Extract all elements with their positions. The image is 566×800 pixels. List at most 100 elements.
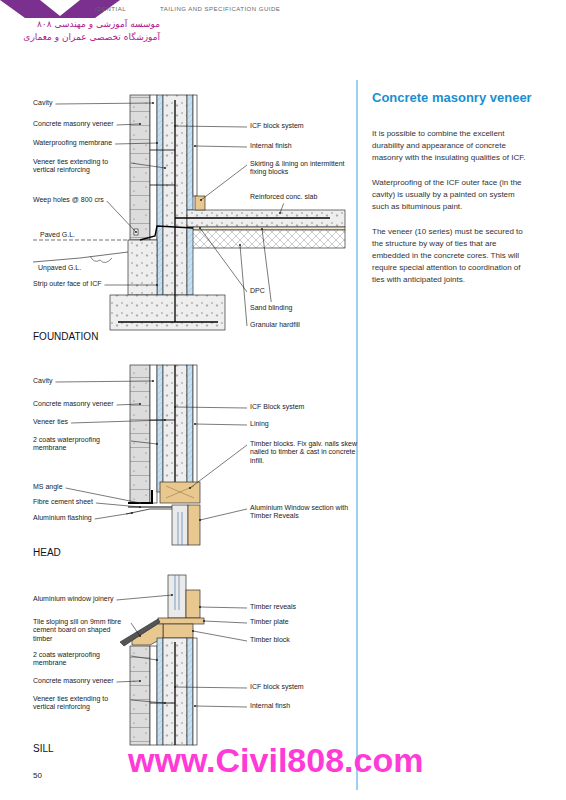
foundation-section-part bbox=[130, 95, 150, 240]
leader-line bbox=[240, 245, 247, 326]
header-text: TAILING AND SPECIFICATION GUIDE bbox=[160, 6, 280, 13]
callout-label: Sand blinding bbox=[250, 304, 292, 312]
leader-line bbox=[190, 445, 247, 488]
head-section-part bbox=[178, 512, 179, 545]
head-section-part bbox=[172, 505, 188, 545]
callout-label: 2 coats waterproofing membrane bbox=[33, 436, 128, 453]
leader-dot bbox=[164, 419, 166, 421]
foundation-section-part bbox=[90, 256, 112, 263]
callout-label: Unpaved G.L. bbox=[38, 264, 81, 272]
leader-line bbox=[115, 143, 157, 144]
foundation-section-part bbox=[187, 230, 345, 248]
watermark-url: www.Civil808.com bbox=[128, 740, 423, 781]
leader-dot bbox=[139, 403, 141, 405]
leader-dot bbox=[261, 228, 263, 230]
leader-dot bbox=[194, 423, 196, 425]
callout-label: 2 coats waterproofing membrane bbox=[33, 651, 128, 668]
sill-section-part bbox=[174, 642, 175, 745]
column-rule-part bbox=[357, 80, 358, 790]
foundation-section-part bbox=[150, 95, 157, 240]
leader-line bbox=[195, 424, 247, 425]
leader-dot bbox=[192, 630, 194, 632]
sill-section-part bbox=[163, 624, 193, 638]
callout-label: Timber block bbox=[250, 636, 290, 644]
leader-dot bbox=[156, 443, 158, 445]
sill-section-part bbox=[186, 590, 200, 618]
leader-line bbox=[117, 595, 172, 600]
leader-dot bbox=[139, 123, 141, 125]
foundation-section-part bbox=[134, 229, 138, 235]
foundation-section-part bbox=[33, 252, 128, 262]
leader-line bbox=[107, 201, 136, 232]
callout-label: Paved G.L. bbox=[40, 231, 75, 239]
callout-label: Granular hardfill bbox=[250, 321, 300, 329]
sill-section-part bbox=[163, 638, 187, 745]
leader-line bbox=[131, 441, 157, 444]
leader-line bbox=[71, 420, 165, 423]
leader-dot bbox=[135, 231, 137, 233]
callout-label: Reinforced conc. slab bbox=[250, 193, 317, 201]
leader-line bbox=[280, 203, 284, 213]
body-paragraph: Waterproofing of the ICF outer face (in … bbox=[372, 177, 532, 213]
callout-label: Internal finish bbox=[250, 142, 292, 150]
leader-line bbox=[175, 126, 247, 127]
leader-dot bbox=[139, 680, 141, 682]
head-section-part bbox=[193, 365, 197, 492]
watermark-persian: آموزشگاه تخصصی عمران و معماری bbox=[20, 32, 160, 43]
callout-label: Waterproofing membrane bbox=[33, 139, 112, 147]
leader-line bbox=[195, 146, 247, 147]
callout-label: Aluminium flashing bbox=[33, 514, 92, 522]
callout-label: ICF block system bbox=[250, 683, 304, 691]
sill-section-part bbox=[150, 646, 157, 745]
sill-section-part bbox=[187, 638, 193, 745]
body-paragraph: It is possible to combine the excellent … bbox=[372, 128, 532, 164]
callout-label: Fibre cement sheet bbox=[33, 498, 93, 506]
leader-dot bbox=[139, 635, 141, 637]
page-number: 50 bbox=[33, 771, 42, 781]
leader-dot bbox=[199, 606, 201, 608]
foundation-section-part bbox=[187, 95, 193, 210]
leader-dot bbox=[156, 284, 158, 286]
leader-dot bbox=[139, 506, 141, 508]
callout-label: Tile sloping sill on 9mm fibre cement bo… bbox=[33, 618, 128, 643]
callout-label: Weep holes @ 800 crs bbox=[33, 196, 104, 204]
head-section-part bbox=[163, 365, 187, 492]
watermark-persian: موسسه آموزشی و مهندسی ۸۰۸ bbox=[20, 19, 160, 30]
leader-dot bbox=[152, 380, 154, 382]
head-section-part bbox=[188, 505, 200, 545]
callout-label: ICF block system bbox=[250, 122, 304, 130]
foundation-section-part bbox=[150, 185, 175, 186]
detail-heading: HEAD bbox=[33, 547, 61, 559]
callout-label: MS angle bbox=[33, 483, 63, 491]
callout-label: Strip outer face of ICF bbox=[33, 280, 101, 288]
callout-label: Skirting & lining on intermittent fixing… bbox=[250, 160, 355, 177]
header-text: IDENTIAL bbox=[95, 6, 126, 13]
leader-line bbox=[131, 700, 165, 703]
leader-dot bbox=[189, 487, 191, 489]
leader-line bbox=[96, 503, 140, 507]
head-section-part bbox=[187, 365, 193, 492]
callout-label: Concrete masonry veneer bbox=[33, 677, 114, 685]
callout-label: ICF Block system bbox=[250, 403, 304, 411]
leader-dot bbox=[194, 145, 196, 147]
sill-section-part bbox=[130, 646, 150, 745]
leader-line bbox=[117, 404, 140, 405]
head-section-part bbox=[126, 509, 176, 514]
leader-line bbox=[175, 687, 247, 688]
sill-section bbox=[120, 575, 204, 745]
callout-label: Lining bbox=[250, 420, 269, 428]
foundation-section-part bbox=[193, 95, 197, 196]
callout-label: Cavity bbox=[33, 377, 52, 385]
callout-label: Cavity bbox=[33, 99, 52, 107]
detail-heading: SILL bbox=[33, 743, 54, 755]
leader-dot bbox=[279, 212, 281, 214]
foundation-section-part bbox=[157, 95, 163, 295]
sill-section-part bbox=[179, 575, 180, 610]
foundation-section-part bbox=[175, 217, 330, 218]
sill-section-part bbox=[157, 638, 163, 745]
leader-dot bbox=[194, 705, 196, 707]
callout-label: Timber plate bbox=[250, 618, 289, 626]
head-section-part bbox=[157, 365, 163, 492]
leader-dot bbox=[171, 594, 173, 596]
leader-line bbox=[200, 607, 247, 608]
